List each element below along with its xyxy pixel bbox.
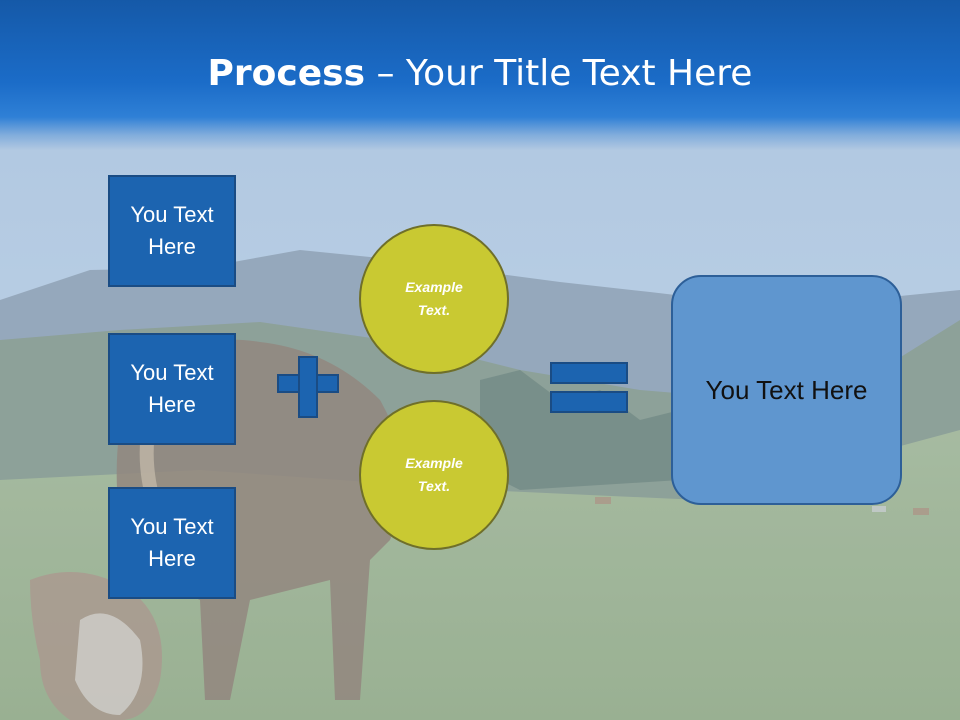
example-circle-2[interactable]: Example Text. [359,400,509,550]
result-label: You Text Here [705,374,868,405]
title-rest-text: – Your Title Text Here [365,53,753,94]
example-circle-1[interactable]: Example Text. [359,224,509,374]
title-bar [0,0,960,150]
slide-title: Process – Your Title Text Here [0,52,960,96]
text-box-1[interactable]: You Text Here [108,175,236,287]
circle-label: Example Text. [405,455,463,494]
title-bold-text: Process [207,53,366,94]
result-box[interactable]: You Text Here [671,275,902,505]
text-box-label: You Text Here [130,202,214,259]
text-box-3[interactable]: You Text Here [108,487,236,599]
text-box-2[interactable]: You Text Here [108,333,236,445]
text-box-label: You Text Here [130,360,214,417]
text-box-label: You Text Here [130,514,214,571]
circle-label: Example Text. [405,279,463,318]
